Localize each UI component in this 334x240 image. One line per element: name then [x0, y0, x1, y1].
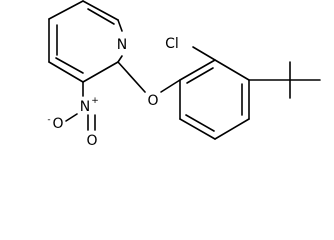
- tert-butyl-group: [248, 61, 321, 99]
- bond: [48, 61, 84, 83]
- atom-label-nitro-nitrogen: N: [80, 99, 90, 115]
- molecule-structure: N O Cl N + O - O: [47, 0, 321, 149]
- bond: [65, 113, 78, 122]
- bond: [82, 61, 119, 83]
- charge-label-nitro-nitrogen: +: [91, 96, 99, 106]
- bond: [214, 118, 250, 140]
- bond: [82, 0, 119, 21]
- bond: [117, 61, 146, 93]
- bond: [214, 59, 250, 81]
- nitro-group: [65, 81, 96, 131]
- bond: [48, 0, 84, 20]
- bond: [179, 59, 216, 81]
- bond: [160, 79, 181, 93]
- bond: [192, 46, 216, 61]
- charge-label-nitro-oxygen-top: -: [47, 115, 50, 125]
- bond: [179, 118, 216, 140]
- benzene-ring: [179, 59, 250, 140]
- atom-label-nitro-oxygen-top: O: [52, 116, 63, 132]
- bond: [87, 8, 115, 25]
- bond: [186, 67, 214, 84]
- pyridine-ring: [48, 0, 123, 83]
- bond: [117, 19, 123, 32]
- atom-label-ether-oxygen: O: [147, 93, 158, 109]
- atom-label-nitro-oxygen-bottom: O: [86, 133, 97, 149]
- ether-linkage: [117, 61, 181, 93]
- atom-label-ring-nitrogen: N: [117, 37, 127, 53]
- bond: [185, 114, 215, 132]
- bond: [117, 55, 123, 63]
- atom-label-chlorine: Cl: [165, 36, 179, 52]
- bond: [55, 57, 84, 74]
